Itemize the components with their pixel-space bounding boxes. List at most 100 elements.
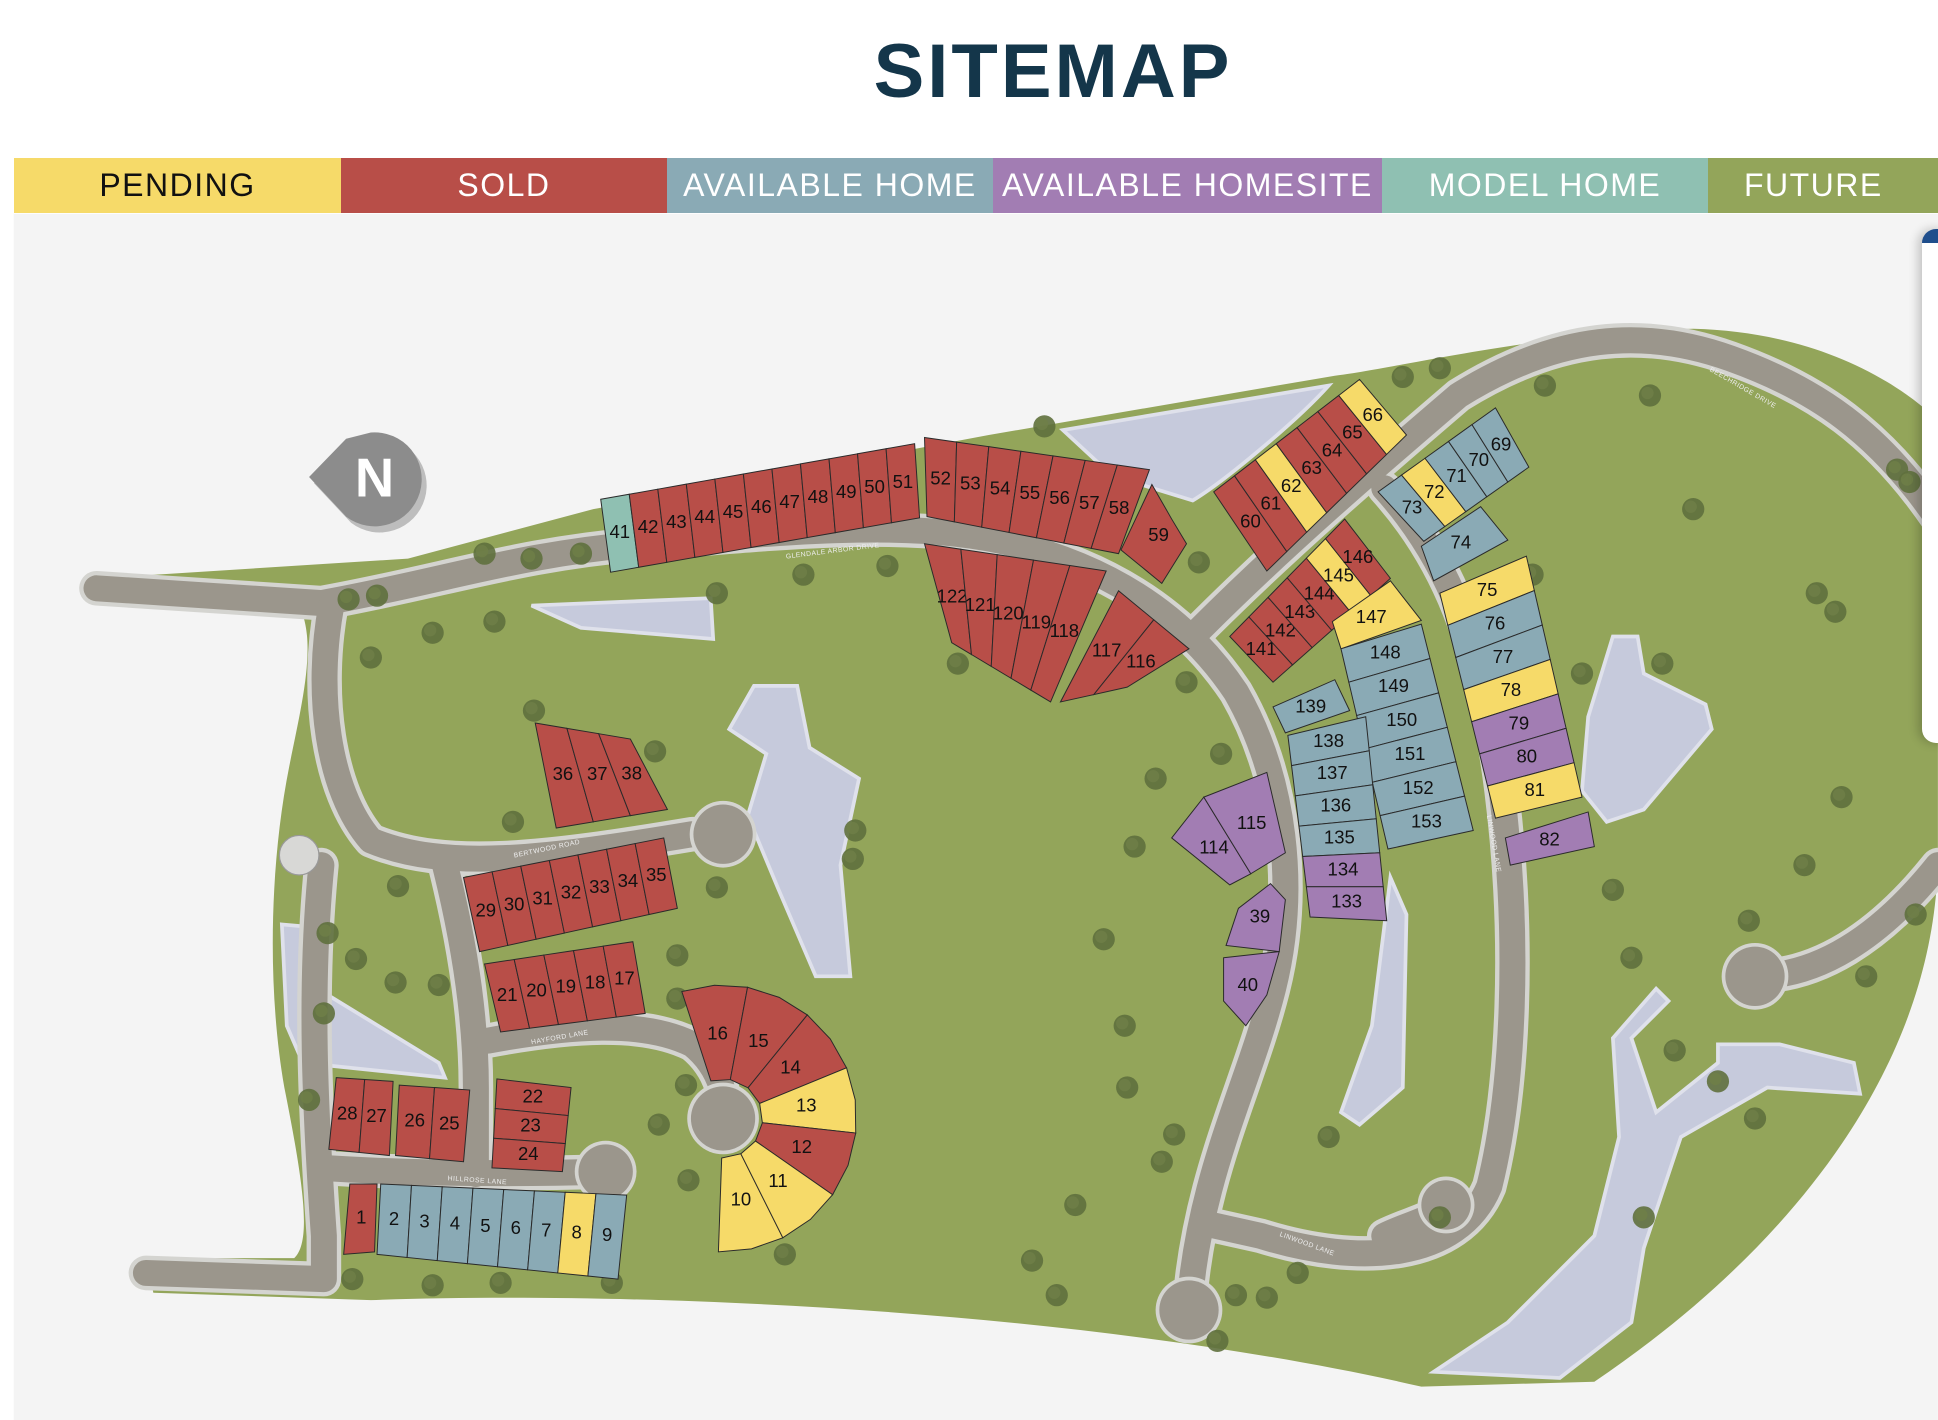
lot-149[interactable]: 149: [1348, 657, 1440, 717]
lot-46[interactable]: 46: [742, 468, 780, 549]
lot-28[interactable]: 28: [328, 1077, 366, 1153]
lot-152[interactable]: 152: [1371, 761, 1466, 817]
lot-118[interactable]: 118: [1030, 564, 1107, 703]
lot-122[interactable]: 122: [923, 543, 973, 656]
lot-3[interactable]: 3: [406, 1184, 443, 1262]
lot-59[interactable]: 59: [1120, 483, 1188, 585]
lot-shape: [1337, 378, 1408, 456]
legend-future[interactable]: FUTURE: [1707, 158, 1938, 213]
lot-143[interactable]: 143: [1267, 577, 1333, 649]
lot-78[interactable]: 78: [1463, 658, 1559, 723]
lot-134[interactable]: 134: [1302, 852, 1384, 888]
lot-11[interactable]: 11: [740, 1140, 834, 1239]
lot-82[interactable]: 82: [1504, 811, 1595, 866]
lot-38[interactable]: 38: [597, 733, 669, 817]
lot-147[interactable]: 147: [1331, 580, 1423, 650]
tree-highlight: [1125, 837, 1139, 851]
lot-81[interactable]: 81: [1486, 762, 1583, 819]
lot-35[interactable]: 35: [634, 837, 678, 916]
lot-13[interactable]: 13: [759, 1067, 857, 1134]
lot-74[interactable]: 74: [1420, 506, 1509, 582]
lot-48[interactable]: 48: [799, 458, 836, 539]
lot-136[interactable]: 136: [1294, 784, 1377, 827]
lot-50[interactable]: 50: [857, 448, 893, 529]
pond-east: [1580, 634, 1714, 825]
lot-144[interactable]: 144: [1286, 557, 1352, 631]
lot-4[interactable]: 4: [436, 1186, 474, 1265]
side-panel[interactable]: [1922, 229, 1938, 743]
lot-37[interactable]: 37: [566, 727, 632, 823]
lot-10[interactable]: 10: [717, 1153, 784, 1253]
lot-57[interactable]: 57: [1063, 459, 1118, 549]
lot-24[interactable]: 24: [491, 1137, 566, 1173]
lot-18[interactable]: 18: [572, 945, 617, 1022]
tree-highlight: [846, 821, 860, 835]
legend-pending[interactable]: PENDING: [14, 158, 341, 213]
tree-highlight: [1208, 1332, 1222, 1345]
lot-141[interactable]: 141: [1229, 616, 1294, 683]
lot-148[interactable]: 148: [1340, 623, 1431, 683]
lot-1[interactable]: 1: [343, 1183, 378, 1255]
tree-highlight: [1709, 1072, 1722, 1086]
lot-139[interactable]: 139: [1272, 679, 1351, 734]
compass-label: N: [355, 447, 394, 508]
lot-133[interactable]: 133: [1305, 886, 1388, 922]
lot-120[interactable]: 120: [990, 554, 1035, 680]
lot-62[interactable]: 62: [1254, 442, 1328, 533]
lot-79[interactable]: 79: [1471, 693, 1567, 755]
lot-14[interactable]: 14: [747, 1014, 848, 1105]
lot-27[interactable]: 27: [358, 1078, 394, 1157]
lot-44[interactable]: 44: [685, 478, 724, 558]
lot-9[interactable]: 9: [587, 1193, 628, 1280]
lot-16[interactable]: 16: [681, 984, 749, 1082]
lot-146[interactable]: 146: [1324, 518, 1392, 597]
lot-116[interactable]: 116: [1092, 619, 1190, 696]
tree-highlight: [1118, 1078, 1131, 1092]
lot-77[interactable]: 77: [1455, 624, 1551, 691]
lot-142[interactable]: 142: [1248, 596, 1313, 666]
legend-available-home[interactable]: AVAILABLE HOME: [666, 158, 993, 213]
lot-number: 14: [780, 1056, 801, 1077]
lot-115[interactable]: 115: [1203, 771, 1286, 875]
lot-64[interactable]: 64: [1296, 410, 1368, 495]
lot-58[interactable]: 58: [1090, 464, 1151, 555]
lot-49[interactable]: 49: [828, 453, 864, 534]
lot-69[interactable]: 69: [1471, 407, 1530, 483]
lot-153[interactable]: 153: [1379, 795, 1474, 850]
lot-51[interactable]: 51: [885, 443, 921, 524]
lot-114[interactable]: 114: [1170, 796, 1252, 886]
lot-shape: [1331, 580, 1423, 650]
lot-40[interactable]: 40: [1223, 951, 1280, 1027]
lot-number: 37: [587, 763, 608, 784]
lot-number: 18: [585, 972, 606, 993]
lot-39[interactable]: 39: [1225, 882, 1286, 953]
lot-25[interactable]: 25: [429, 1087, 471, 1163]
legend-model-home[interactable]: MODEL HOME: [1381, 158, 1708, 213]
lot-56[interactable]: 56: [1035, 455, 1086, 544]
lot-135[interactable]: 135: [1298, 818, 1381, 857]
lot-number: 8: [572, 1222, 582, 1243]
compass[interactable]: N: [309, 432, 427, 533]
lot-15[interactable]: 15: [729, 986, 809, 1089]
lot-17[interactable]: 17: [602, 941, 646, 1018]
lot-22[interactable]: 22: [494, 1078, 572, 1117]
lot-31[interactable]: 31: [520, 859, 565, 940]
legend-available-homesite[interactable]: AVAILABLE HOMESITE: [992, 158, 1382, 213]
lot-66[interactable]: 66: [1337, 378, 1408, 456]
trees: [297, 357, 1927, 1353]
lot-53[interactable]: 53: [953, 441, 990, 528]
lot-26[interactable]: 26: [395, 1084, 436, 1160]
lot-145[interactable]: 145: [1305, 537, 1372, 614]
lot-70[interactable]: 70: [1447, 423, 1509, 498]
lot-19[interactable]: 19: [543, 950, 588, 1026]
lot-47[interactable]: 47: [771, 463, 808, 544]
lot-12[interactable]: 12: [754, 1122, 857, 1196]
legend-sold[interactable]: SOLD: [340, 158, 667, 213]
lot-54[interactable]: 54: [981, 446, 1022, 534]
lot-137[interactable]: 137: [1291, 750, 1374, 797]
lot-2[interactable]: 2: [376, 1183, 412, 1259]
lot-number: 63: [1301, 457, 1322, 478]
lot-76[interactable]: 76: [1447, 589, 1543, 659]
lot-52[interactable]: 52: [923, 436, 958, 523]
